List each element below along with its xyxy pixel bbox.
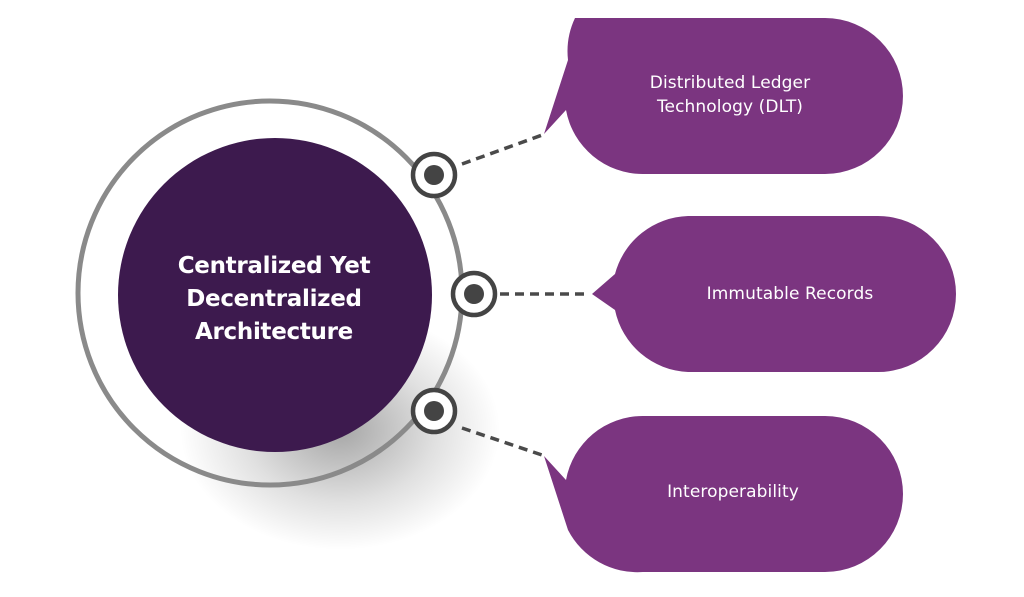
bubble-immutable — [592, 216, 956, 372]
bubble-label-line: Technology (DLT) — [656, 97, 804, 117]
node-dot-immutable — [450, 270, 498, 318]
bubble-label-interop: Interoperability — [603, 480, 863, 504]
bubble-dlt — [544, 18, 903, 175]
bubble-label-immutable: Immutable Records — [660, 282, 920, 306]
bubble-label-line: Interoperability — [667, 482, 799, 502]
center-title-line: Decentralized — [186, 286, 362, 312]
node-dot-interop — [410, 387, 458, 435]
bubble-label-line: Distributed Ledger — [649, 73, 811, 93]
center-title-line: Architecture — [195, 319, 353, 345]
center-title-line: Centralized Yet — [177, 253, 371, 279]
connector-dlt — [461, 132, 546, 166]
bubble-label-line: Immutable Records — [706, 284, 874, 304]
bubble-label-dlt: Distributed Ledger Technology (DLT) — [600, 71, 860, 119]
center-title: Centralized Yet Decentralized Architectu… — [140, 250, 408, 349]
center-circle — [118, 138, 432, 452]
bubble-interop — [544, 415, 903, 573]
node-dot-dlt — [410, 151, 458, 199]
